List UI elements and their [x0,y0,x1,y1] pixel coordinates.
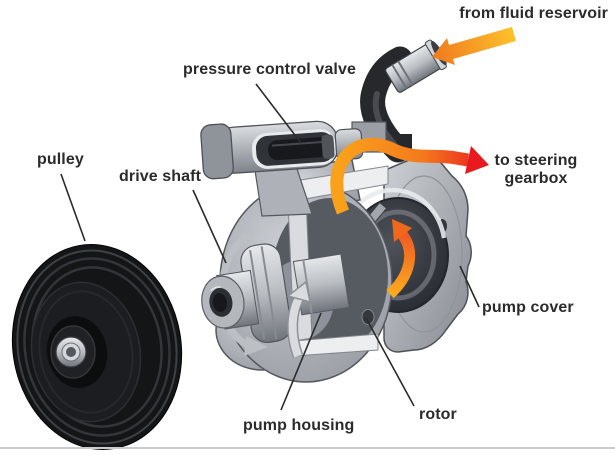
label-drive-shaft: drive shaft [119,168,202,185]
drive-shaft-illustration [201,243,350,344]
leader-pump-cover [459,265,480,308]
rotor-flow-arrow [386,219,416,299]
leader-lines [60,83,480,411]
leader-rotor [365,317,415,407]
label-to-steering-gearbox: to steering gearbox [490,152,582,188]
leader-pressure-control-valve [255,83,302,144]
inlet-hose-fitting [385,39,447,93]
leader-pulley [60,173,86,242]
outlet-flow-arrow [330,138,489,215]
housing-bolt-hole [361,309,375,325]
bottom-rule [0,447,615,449]
label-pump-cover: pump cover [482,299,574,316]
housing-flow-arrow [286,280,311,358]
label-pressure-control-valve: pressure control valve [183,61,356,78]
label-rotor: rotor [419,406,457,423]
leader-pump-housing [280,312,322,411]
label-pump-housing: pump housing [243,417,355,434]
leader-drive-shaft [192,189,227,264]
label-to-steering-line2: gearbox [504,170,568,187]
pressure-control-valve-illustration [200,120,387,217]
label-pulley: pulley [37,151,84,168]
label-from-fluid-reservoir: from fluid reservoir [459,5,608,22]
pulley-illustration [11,244,183,450]
label-to-steering-line1: to steering [494,152,578,169]
inlet-flow-arrow [432,27,516,65]
